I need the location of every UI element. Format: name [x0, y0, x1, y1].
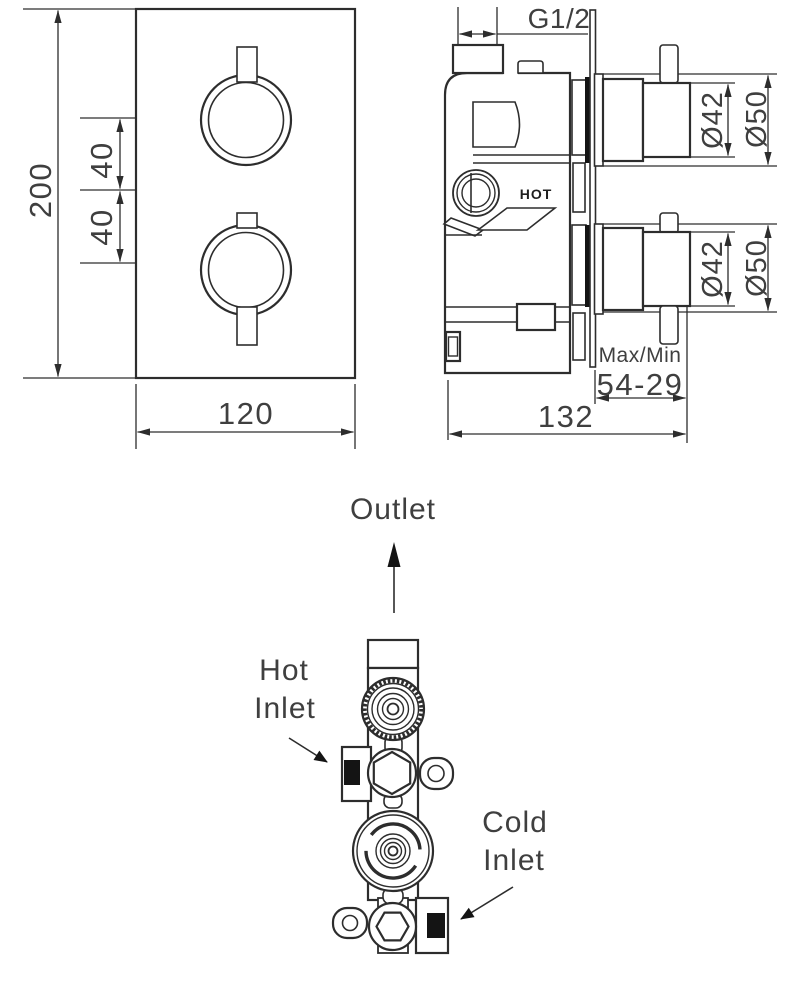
side-fitting-inner — [447, 336, 459, 357]
pipe-connector — [515, 302, 557, 332]
upper-trim-dia-label: Ø50 — [741, 90, 773, 148]
depth-range-label: 54-29 — [597, 367, 684, 402]
upper-knob-inner-ring — [207, 81, 285, 159]
hot-inlet-label-line2: Inlet — [254, 692, 316, 725]
outlet-port-top — [366, 638, 420, 670]
bracket-bar — [585, 77, 590, 163]
lower-knob-lever — [236, 306, 258, 346]
cold-union-hex-nut — [375, 911, 410, 942]
upper-knob-base-barrel — [601, 77, 645, 163]
hot-port-outer — [452, 169, 500, 217]
lower-knob-outer-ring — [199, 223, 293, 317]
cold-inlet-marker — [427, 913, 445, 938]
lower-cartridge-ring — [375, 833, 411, 869]
mount-tab — [571, 79, 587, 156]
cartridge-bulge — [472, 101, 521, 148]
body-cap — [517, 60, 544, 74]
mount-tab — [571, 224, 587, 306]
direction-flag — [475, 207, 558, 231]
trim-plate-outline — [134, 7, 357, 380]
cold-inlet-label-line2: Inlet — [483, 844, 545, 877]
upper-body-dia-label: Ø42 — [697, 91, 729, 149]
upper-knob-lever-side — [659, 44, 679, 84]
hot-inlet-label-line1: Hot — [259, 654, 309, 687]
hot-inlet-marker — [344, 760, 360, 785]
dim-width-label: 120 — [218, 396, 274, 431]
thread-size-label: G1/2 — [528, 3, 591, 34]
upper-cartridge-outer — [360, 676, 426, 742]
upper-cartridge-ring — [376, 692, 410, 726]
lower-cartridge-ring — [379, 837, 407, 865]
bracket-bar — [585, 225, 590, 307]
hot-port-inner — [461, 178, 491, 208]
upper-knob-front-barrel — [641, 81, 692, 159]
mount-ear-right-hole — [427, 764, 445, 783]
lower-knob-base-barrel — [601, 226, 645, 312]
lower-cartridge-ring — [356, 814, 430, 888]
lower-trim-dia-label: Ø50 — [741, 239, 773, 297]
dim-height-label: 200 — [23, 162, 58, 218]
lower-knob-lever-side — [659, 305, 679, 345]
cold-inlet-label-line1: Cold — [482, 806, 548, 839]
upper-knob-outer-ring — [199, 73, 293, 167]
mount-tab — [572, 312, 586, 361]
lower-knob-flange — [593, 223, 604, 315]
hot-union-hex-nut — [372, 750, 412, 796]
lower-cartridge-c-ring — [364, 822, 422, 880]
lower-body-dia-label: Ø42 — [697, 240, 729, 298]
front-view: 200 40 40 120 — [23, 7, 357, 449]
outlet-port — [451, 43, 505, 75]
lower-knob-tab-side — [659, 212, 679, 234]
mount-ear-left-hole — [341, 914, 359, 932]
mount-ear-right — [418, 756, 455, 791]
mount-ear-left — [331, 906, 369, 940]
upper-cartridge-knurl — [362, 678, 424, 740]
lower-cartridge-ring — [383, 841, 403, 861]
depth-caption-label: Max/Min — [599, 344, 682, 367]
hot-inlet-arrow — [288, 737, 328, 763]
upper-knob-flange — [593, 73, 604, 167]
installation-view: Outlet — [254, 493, 548, 955]
lower-knob-tab — [236, 212, 258, 229]
upper-knob-lever — [236, 46, 258, 83]
lower-knob-inner-ring — [207, 231, 285, 309]
hot-port-mid — [456, 173, 496, 213]
lower-cartridge-center — [387, 845, 399, 857]
dim-spacing-upper-label: 40 — [84, 141, 119, 178]
total-depth-label: 132 — [538, 399, 594, 434]
upper-cartridge-center — [386, 702, 400, 716]
side-fitting — [444, 330, 462, 363]
outlet-label: Outlet — [350, 493, 436, 526]
upper-cartridge-ring — [366, 682, 420, 736]
flag-tail — [442, 217, 485, 237]
wall-plate-edge — [589, 9, 597, 368]
upper-cartridge-ring — [381, 697, 405, 721]
outlet-arrow-head — [387, 542, 401, 567]
upper-cartridge-ring — [371, 687, 415, 731]
hot-marking-label: HOT — [520, 186, 553, 202]
cold-inlet-arrow — [460, 886, 514, 920]
dim-spacing-lower-label: 40 — [84, 208, 119, 245]
lower-knob-front-barrel — [641, 230, 692, 308]
mount-tab — [572, 162, 586, 213]
side-view: G1/2 HOT Ø42 Ø50 Ø42 Ø50 Max/Min 54-29 1… — [442, 3, 777, 443]
